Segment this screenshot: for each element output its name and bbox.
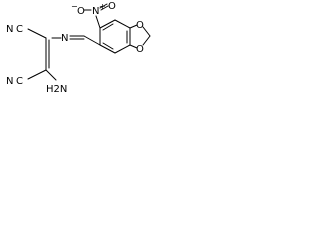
dioxole-oxygen-upper: O: [136, 20, 144, 31]
nitrile-upper-nitrogen: N: [6, 24, 13, 35]
nitro-nitrogen: N: [92, 6, 99, 17]
nitro-group: N + O O −: [71, 1, 116, 29]
alkene-backbone: [45, 37, 50, 71]
imine-nitrogen: N: [61, 33, 68, 44]
amino-group: H2N: [45, 69, 67, 95]
nitro-minus-charge: −: [71, 2, 78, 11]
nitrile-lower-nitrogen: N: [6, 76, 13, 87]
nitrile-upper-carbon: C: [16, 24, 23, 35]
imine-linkage: N: [51, 33, 101, 46]
dioxole-oxygen-lower: O: [136, 44, 144, 55]
amino-label: H2N: [46, 84, 67, 95]
chemical-structure-diagram: O O N + O O − N C N C N: [6, 1, 151, 95]
nitro-oxygen-left: O: [77, 6, 85, 17]
dioxole-ring: O O: [129, 20, 151, 55]
nitrile-lower: C N: [6, 69, 47, 87]
nitrile-upper: C N: [6, 24, 47, 39]
benzene-ring: [99, 19, 131, 54]
nitro-oxygen-upper: O: [108, 1, 116, 12]
nitrile-lower-carbon: C: [16, 76, 23, 87]
